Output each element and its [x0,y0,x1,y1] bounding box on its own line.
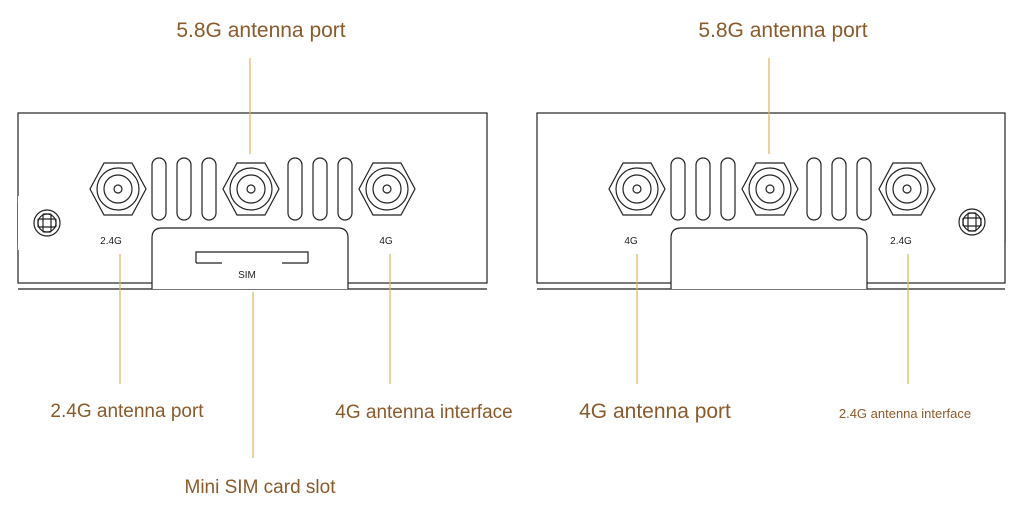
right-callout-top: 5.8G antenna port [698,19,867,42]
left-antenna-port-5-8g-icon [222,162,280,216]
left-port-label-right: 4G [379,236,393,247]
right-port-label-left: 4G [624,236,638,247]
left-vent-group-2 [287,157,353,221]
right-panel: 4G 2.4G 5.8G antenna port 4G antenna por… [536,19,1006,423]
left-sim-cover [151,227,349,289]
left-vent-group-1 [151,157,217,221]
right-antenna-port-4g-icon [608,162,666,216]
left-antenna-port-2-4g-icon [89,162,147,216]
right-antenna-port-2-4g-icon [878,162,936,216]
sim-slot-icon [195,251,309,264]
right-vent-group-1 [670,157,736,221]
left-antenna-port-4g-icon [358,162,416,216]
right-screw-icon [958,208,986,236]
right-bottom-cover [670,227,868,289]
left-port-label-sim: SIM [238,270,256,281]
right-callout-bottom-left: 4G antenna port [579,400,731,423]
left-callout-top: 5.8G antenna port [176,19,345,42]
right-port-label-right: 2.4G [890,236,912,247]
left-callout-bottom-left: 2.4G antenna port [50,401,204,422]
right-vent-group-2 [806,157,872,221]
left-callout-bottom-right: 4G antenna interface [335,402,512,423]
left-port-label-left: 2.4G [100,236,122,247]
right-callout-bottom-right: 2.4G antenna interface [839,406,971,421]
left-callout-bottom-center: Mini SIM card slot [185,477,337,498]
left-screw-icon [33,209,61,237]
left-panel: 2.4G 4G SIM 5.8G antenna port 2.4G anten… [17,19,513,498]
right-antenna-port-5-8g-icon [741,162,799,216]
